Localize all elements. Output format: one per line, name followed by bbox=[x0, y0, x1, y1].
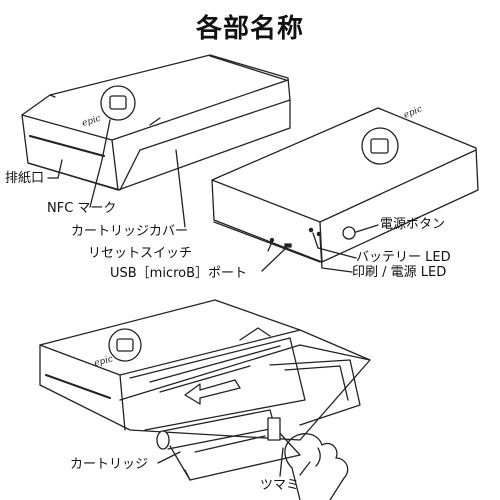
label-print-power-led: 印刷 / 電源 LED bbox=[352, 265, 447, 280]
reset-switch-shape bbox=[269, 237, 275, 243]
brand-logo-open: epic bbox=[93, 354, 114, 369]
battery-led-shape bbox=[308, 227, 314, 233]
label-cartridge-cover: カートリッジカバー bbox=[71, 224, 189, 239]
page-title: 各部名称 bbox=[195, 14, 304, 44]
nfc-mark-open bbox=[108, 328, 142, 362]
label-cartridge: カートリッジ bbox=[70, 457, 149, 472]
leader-power-button bbox=[355, 224, 379, 233]
leader-paper-exit bbox=[47, 159, 63, 179]
leader-print-power-led bbox=[319, 236, 353, 273]
nfc-mark-left bbox=[100, 85, 136, 121]
leader-battery-led bbox=[312, 232, 357, 259]
label-battery-led: バッテリー LED bbox=[356, 250, 451, 265]
label-knob: ツマミ bbox=[260, 478, 300, 493]
insert-arrow-icon bbox=[184, 379, 241, 405]
hand-illustration bbox=[284, 433, 349, 500]
label-paper-exit: 排紙口 bbox=[5, 171, 45, 186]
label-reset-switch: リセットスイッチ bbox=[88, 246, 193, 261]
print-power-led-shape bbox=[316, 231, 322, 237]
leader-usb bbox=[261, 247, 287, 272]
leader-cartridge-cover bbox=[175, 149, 186, 228]
brand-logo-right: epic bbox=[402, 104, 423, 120]
printer-device-left bbox=[21, 54, 291, 191]
printer-device-open bbox=[39, 299, 371, 441]
leader-cartridge bbox=[157, 451, 181, 464]
leader-reset-switch bbox=[267, 241, 273, 252]
leader-nfc bbox=[89, 119, 111, 208]
cartridge-shape bbox=[156, 409, 301, 481]
printer-device-right bbox=[211, 107, 479, 263]
label-usb-port: USB［microB］ポート bbox=[110, 266, 248, 281]
leader-knob bbox=[279, 447, 284, 477]
nfc-mark-right bbox=[361, 127, 399, 165]
usb-port-shape bbox=[284, 243, 292, 248]
label-power-button: 電源ボタン bbox=[380, 217, 446, 232]
label-nfc-mark: NFC マーク bbox=[47, 201, 117, 216]
power-button-shape bbox=[342, 226, 356, 240]
